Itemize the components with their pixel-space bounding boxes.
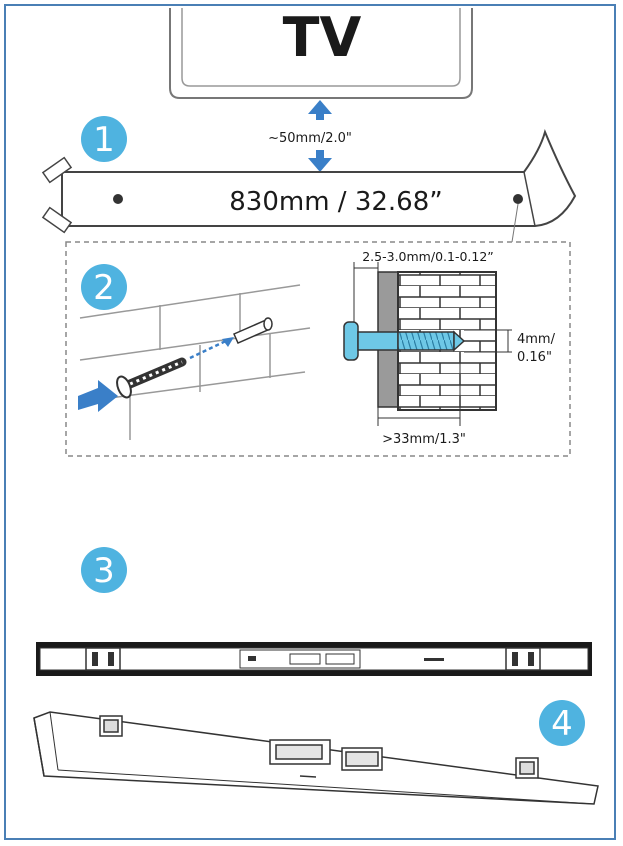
screw-perspective — [78, 317, 273, 412]
wall-cross-section — [343, 271, 497, 411]
step-4-badge: 4 — [539, 700, 585, 746]
wall-thickness-dimension — [353, 262, 379, 322]
tv-label: TV — [283, 6, 362, 69]
template-hole-right — [513, 194, 523, 204]
template-hole-left — [113, 194, 123, 204]
hole-diameter-label-line2: 0.16" — [517, 350, 552, 365]
gap-arrows — [308, 100, 332, 172]
wall-thickness-label: 2.5-3.0mm/0.1-0.12” — [362, 249, 494, 264]
soundbar-flat — [36, 642, 592, 676]
hole-diameter-label-line1: 4mm/ — [517, 332, 556, 347]
step-1-badge: 1 — [81, 116, 127, 162]
bracket-right — [505, 647, 541, 671]
hole-depth-label: >33mm/1.3" — [382, 432, 466, 447]
svg-text:4: 4 — [551, 704, 573, 744]
gap-label: ~50mm/2.0" — [268, 131, 352, 146]
template-width-label: 830mm / 32.68” — [229, 187, 442, 217]
svg-text:2: 2 — [93, 268, 115, 308]
drill-detail-box — [65, 241, 571, 457]
hole-diameter-dimension — [464, 329, 512, 353]
svg-text:1: 1 — [93, 120, 115, 160]
step-2-badge: 2 — [81, 264, 127, 310]
bracket-left — [85, 647, 121, 671]
mounting-template — [41, 128, 577, 234]
wall-perspective — [79, 284, 311, 440]
soundbar-perspective — [33, 711, 599, 805]
svg-text:3: 3 — [93, 551, 115, 591]
step-3-badge: 3 — [81, 547, 127, 593]
hole-depth-dimension — [377, 352, 461, 426]
tv-illustration: TV — [169, 6, 473, 99]
page-frame — [4, 4, 616, 840]
